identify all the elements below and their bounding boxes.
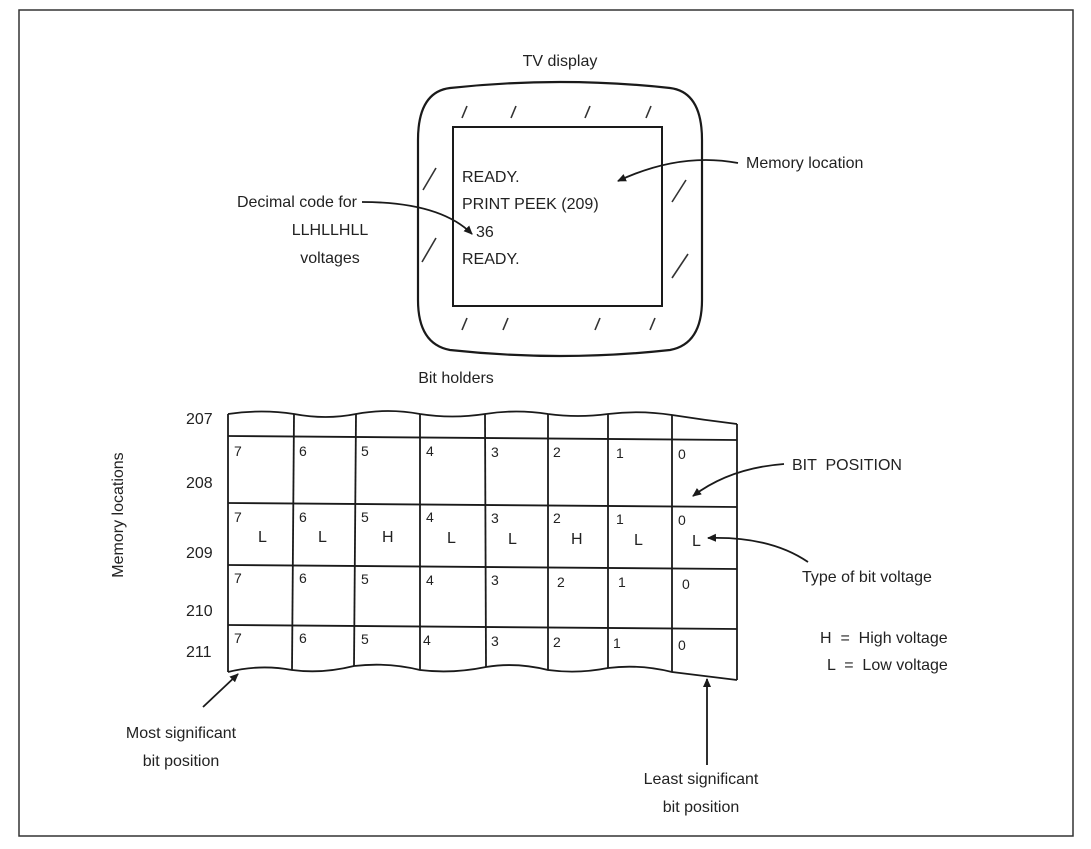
bit-number: 2 <box>553 510 561 526</box>
row-line-209 <box>227 502 738 508</box>
msb-arrow <box>202 673 239 708</box>
memory-location-arrow <box>617 159 739 182</box>
bit-number: 3 <box>491 444 499 460</box>
bit-number: 6 <box>299 509 307 525</box>
tv-glass-hatch <box>421 105 689 331</box>
tv-line-ready-2: READY. <box>462 251 520 268</box>
tv-screen <box>452 126 663 307</box>
row-line-210 <box>227 564 738 570</box>
tv-body <box>416 80 704 358</box>
bit-number: 0 <box>678 637 686 653</box>
bit-number: 1 <box>618 574 626 590</box>
bit-number: 1 <box>613 635 621 651</box>
bit-number: 6 <box>299 570 307 586</box>
bit-voltage: L <box>447 530 456 547</box>
bit-voltage: L <box>634 532 643 549</box>
bit-voltage: L <box>692 533 701 550</box>
tv-line-ready: READY. <box>462 169 520 186</box>
bit-number: 4 <box>426 509 434 525</box>
legend-low: L = Low voltage <box>827 657 948 674</box>
bit-position-arrow <box>692 463 785 497</box>
address-210: 210 <box>186 603 213 620</box>
row-211-bits: 7 6 5 4 3 2 1 0 <box>234 630 686 653</box>
decimal-code-voltages: voltages <box>300 250 360 267</box>
bit-voltage: L <box>508 531 517 548</box>
outer-frame <box>18 9 1074 837</box>
decimal-code-arrow <box>361 201 473 235</box>
bit-number: 2 <box>557 574 565 590</box>
bit-number: 0 <box>682 576 690 592</box>
bit-number: 2 <box>553 444 561 460</box>
bit-number: 6 <box>299 443 307 459</box>
lsb-label-line-1: Least significant <box>644 771 759 788</box>
bit-number: 7 <box>234 570 242 586</box>
bit-number: 0 <box>678 512 686 528</box>
bit-holders-title: Bit holders <box>418 370 494 387</box>
row-line-208 <box>227 435 738 441</box>
row-208-bits: 7 6 5 4 3 2 1 0 <box>234 443 686 462</box>
row-210-bits: 7 6 5 4 3 2 1 0 <box>234 570 690 592</box>
tv-display-title: TV display <box>523 53 598 70</box>
address-207: 207 <box>186 411 213 428</box>
bit-number: 5 <box>361 509 369 525</box>
bit-number: 7 <box>234 630 242 646</box>
address-208: 208 <box>186 475 213 492</box>
bit-number: 4 <box>426 443 434 459</box>
memory-location-label: Memory location <box>746 155 863 172</box>
address-209: 209 <box>186 545 213 562</box>
bit-number: 0 <box>678 446 686 462</box>
bit-number: 5 <box>361 443 369 459</box>
bit-voltage-label: Type of bit voltage <box>802 569 932 586</box>
bit-voltage: H <box>571 531 583 548</box>
bit-number: 7 <box>234 509 242 525</box>
bit-number: 3 <box>491 572 499 588</box>
bit-voltage: L <box>318 529 327 546</box>
lsb-label-line-2: bit position <box>663 799 740 816</box>
bit-number: 3 <box>491 510 499 526</box>
bit-number: 5 <box>361 631 369 647</box>
bit-voltage: L <box>258 529 267 546</box>
msb-label-line-2: bit position <box>143 753 220 770</box>
row-line-211 <box>227 624 738 630</box>
bit-grid <box>227 410 738 681</box>
bit-number: 1 <box>616 445 624 461</box>
bit-number: 3 <box>491 633 499 649</box>
bit-number: 2 <box>553 634 561 650</box>
grid-bottom-torn-edge <box>227 663 738 681</box>
tv-line-result: 36 <box>476 224 494 241</box>
bit-number: 4 <box>423 632 431 648</box>
msb-label-line-1: Most significant <box>126 725 237 742</box>
bit-number: 6 <box>299 630 307 646</box>
decimal-code-bits: LLHLLHLL <box>292 222 369 239</box>
address-211: 211 <box>186 644 212 661</box>
legend-high: H = High voltage <box>820 630 948 647</box>
row-209-bits: 7 6 5 4 3 2 1 0 L L H L L H L L <box>234 509 701 550</box>
bit-number: 7 <box>234 443 242 459</box>
decimal-code-label: Decimal code for <box>237 194 358 211</box>
tv-line-print-peek: PRINT PEEK (209) <box>462 196 599 213</box>
memory-locations-axis-label: Memory locations <box>110 452 127 577</box>
bit-number: 5 <box>361 571 369 587</box>
grid-top-torn-edge <box>227 410 738 425</box>
bit-number: 4 <box>426 572 434 588</box>
bit-position-label: BIT POSITION <box>792 457 902 474</box>
bit-number: 1 <box>616 511 624 527</box>
bit-voltage-arrow <box>707 533 809 563</box>
bit-voltage: H <box>382 529 394 546</box>
